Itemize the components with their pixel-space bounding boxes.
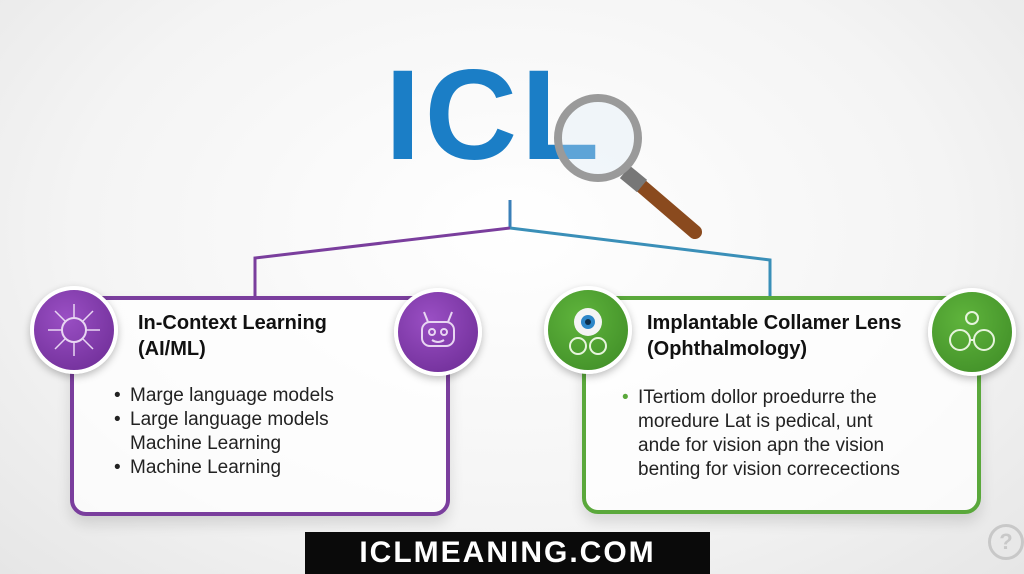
help-icon[interactable]: ?	[988, 524, 1024, 560]
glasses-icon	[928, 288, 1016, 376]
list-item: moredure Lat is pedical, unt	[638, 411, 873, 432]
list-item: ande for vision apn the vision	[638, 435, 885, 456]
brain-circuit-icon	[30, 286, 118, 374]
left-card-heading: In-Context Learning (AI/ML)	[138, 310, 327, 362]
site-banner: ICLMEANING.COM	[305, 532, 710, 574]
heading-line: (AI/ML)	[138, 338, 206, 360]
list-item: Large language models	[114, 408, 334, 432]
left-card-list: Marge language models Large language mod…	[114, 384, 334, 480]
right-card-list: ITertiom dollor proedurre the moredure L…	[622, 386, 900, 482]
list-item: Machine Learning	[130, 433, 282, 454]
right-card-heading: Implantable Collamer Lens (Ophthalmology…	[647, 310, 902, 362]
list-item: ITertiom dollor proedurre the	[622, 386, 900, 410]
eye-glasses-icon	[544, 286, 632, 374]
magnifier-icon	[554, 94, 702, 239]
heading-line: (Ophthalmology)	[647, 338, 807, 360]
list-item: Marge language models	[114, 384, 334, 408]
robot-icon	[394, 288, 482, 376]
list-item: Machine Learning	[114, 456, 334, 480]
heading-line: Implantable Collamer Lens	[647, 312, 902, 334]
heading-line: In-Context Learning	[138, 312, 327, 334]
list-item: benting for vision correcections	[638, 459, 900, 480]
